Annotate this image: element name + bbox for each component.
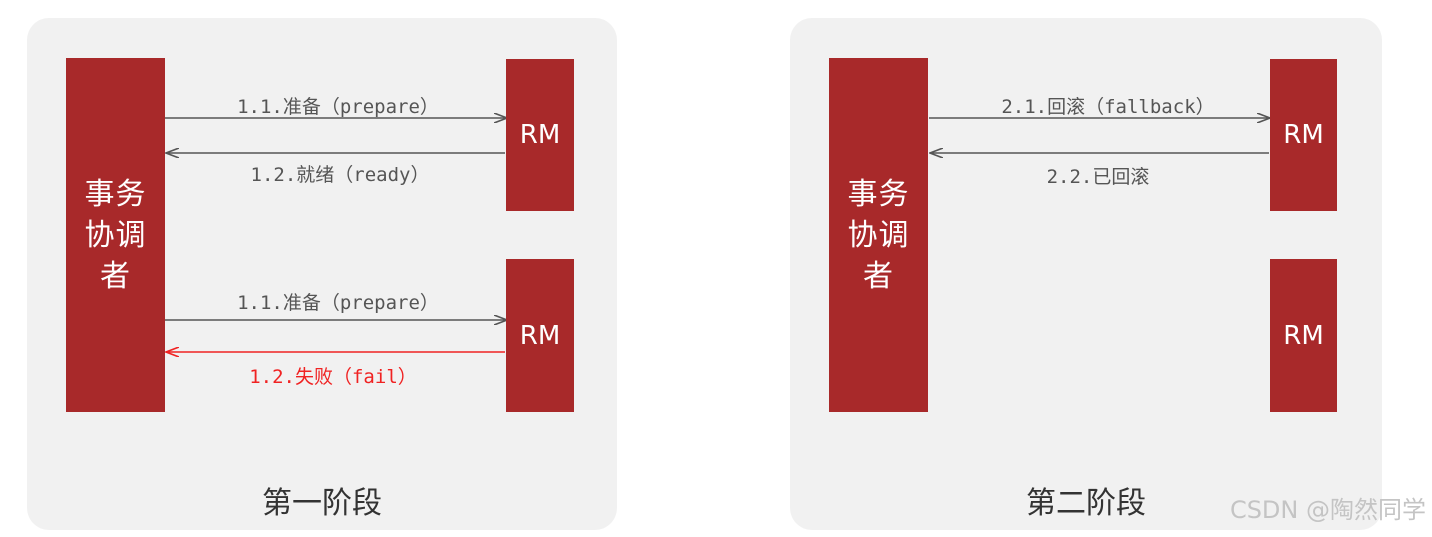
phase1-rm-bottom-label: RM	[519, 320, 561, 351]
watermark: CSDN @陶然同学	[1229, 496, 1426, 524]
phase1-coordinator-label: 事务 协调 者	[84, 176, 147, 294]
phase2-coordinator-label: 事务 协调 者	[847, 176, 910, 294]
phase2-rm-top-label: RM	[1283, 120, 1324, 150]
phase2-rm-bottom: RM	[1270, 259, 1337, 412]
msg-fallback: 2.1.回滚（fallback）	[1001, 96, 1215, 118]
phase2-rm-top: RM	[1270, 59, 1337, 211]
phase2-coordinator: 事务 协调 者	[829, 58, 928, 412]
msg-ready: 1.2.就绪（ready）	[250, 164, 430, 186]
msg-rolledback: 2.2.已回滚	[1046, 166, 1150, 188]
phase1-rm-top-label: RM	[519, 120, 561, 150]
phase2-rm-bottom-label: RM	[1283, 320, 1324, 351]
phase1-rm-bottom: RM	[506, 259, 574, 412]
phase2-title: 第二阶段	[1026, 486, 1146, 521]
phase1-coordinator: 事务 协调 者	[66, 58, 165, 412]
msg-prepare-2: 1.1.准备（prepare）	[237, 292, 439, 314]
msg-prepare-1: 1.1.准备（prepare）	[237, 96, 439, 118]
msg-fail: 1.2.失败（fail）	[249, 366, 417, 388]
phase1-rm-top: RM	[506, 59, 574, 211]
phase1-title: 第一阶段	[262, 486, 382, 521]
